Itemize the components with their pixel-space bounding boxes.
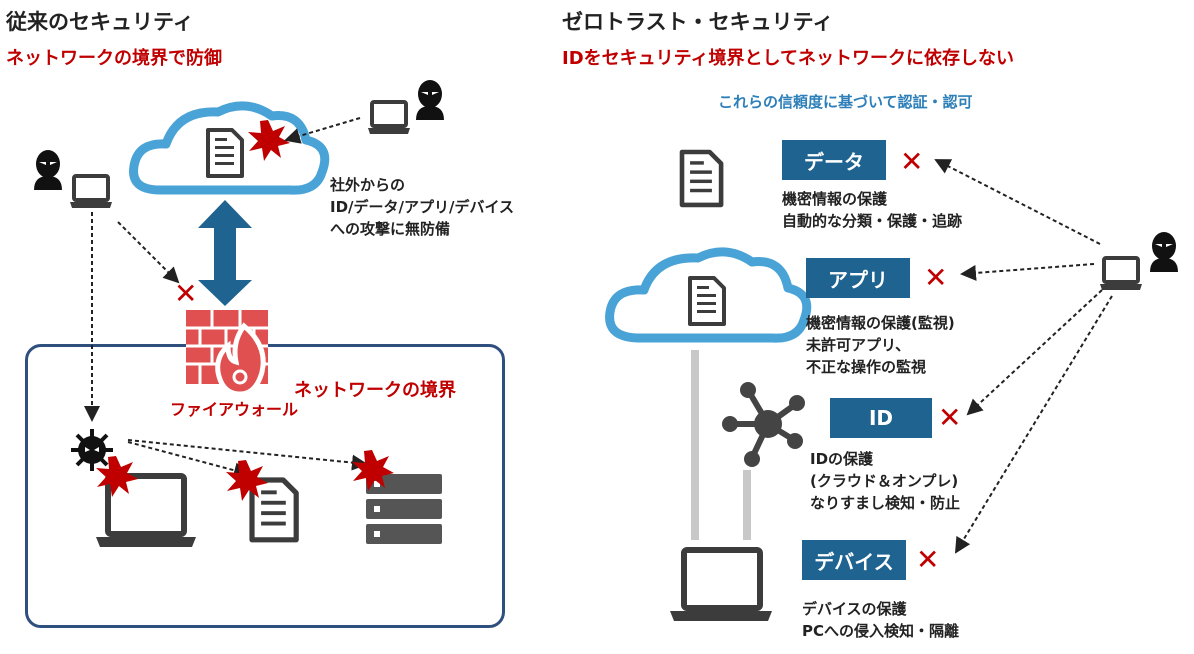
document-icon — [252, 480, 296, 540]
data-label-box: データ — [782, 140, 886, 180]
laptop-icon — [68, 174, 114, 210]
right-subtitle: IDをセキュリティ境界としてネットワークに依存しない — [562, 48, 1015, 69]
app-label-box: アプリ — [806, 258, 910, 298]
left-title: 従来のセキュリティ — [6, 10, 194, 34]
data-desc: 機密情報の保護 自動的な分類・保護・追跡 — [782, 190, 963, 230]
hacker-icon — [416, 80, 444, 120]
boundary-label: ネットワークの境界 — [294, 380, 456, 401]
server-icon — [366, 474, 442, 544]
left-subtitle: ネットワークの境界で防御 — [6, 48, 222, 69]
hacker-icon — [1150, 232, 1178, 272]
blocked-x-icon: ✕ — [174, 277, 198, 310]
cloud-note: 社外からの ID/データ/アプリ/デバイス への攻撃に無防備 — [330, 176, 515, 238]
virus-icon — [71, 429, 113, 471]
laptop-icon — [670, 547, 772, 621]
firewall-icon — [186, 310, 268, 397]
double-arrow-icon — [198, 200, 252, 306]
blocked-x-icon: ✕ — [916, 543, 940, 576]
document-icon — [682, 152, 721, 205]
right-title: ゼロトラスト・セキュリティ — [562, 10, 834, 34]
device-desc: デバイスの保護 PCへの侵入検知・隔離 — [802, 600, 960, 640]
blocked-x-icon: ✕ — [938, 401, 962, 434]
app-desc: 機密情報の保護(監視) 未許可アプリ、 不正な操作の監視 — [806, 314, 955, 376]
trust-note: これらの信頼度に基づいて認証・認可 — [718, 93, 973, 111]
id-desc: IDの保護 (クラウド＆オンプレ) なりすまし検知・防止 — [810, 450, 961, 512]
laptop-icon — [1098, 256, 1144, 292]
laptop-icon — [366, 100, 412, 136]
firewall-label: ファイアウォール — [170, 400, 299, 419]
blocked-x-icon: ✕ — [924, 261, 948, 294]
blocked-x-icon: ✕ — [900, 145, 924, 178]
laptop-icon — [96, 473, 196, 547]
device-label-box: デバイス — [802, 540, 906, 580]
attack-burst-icon — [226, 460, 268, 501]
id-label-box: ID — [830, 398, 932, 438]
hacker-icon — [34, 150, 62, 190]
network-hub-icon — [722, 382, 805, 467]
